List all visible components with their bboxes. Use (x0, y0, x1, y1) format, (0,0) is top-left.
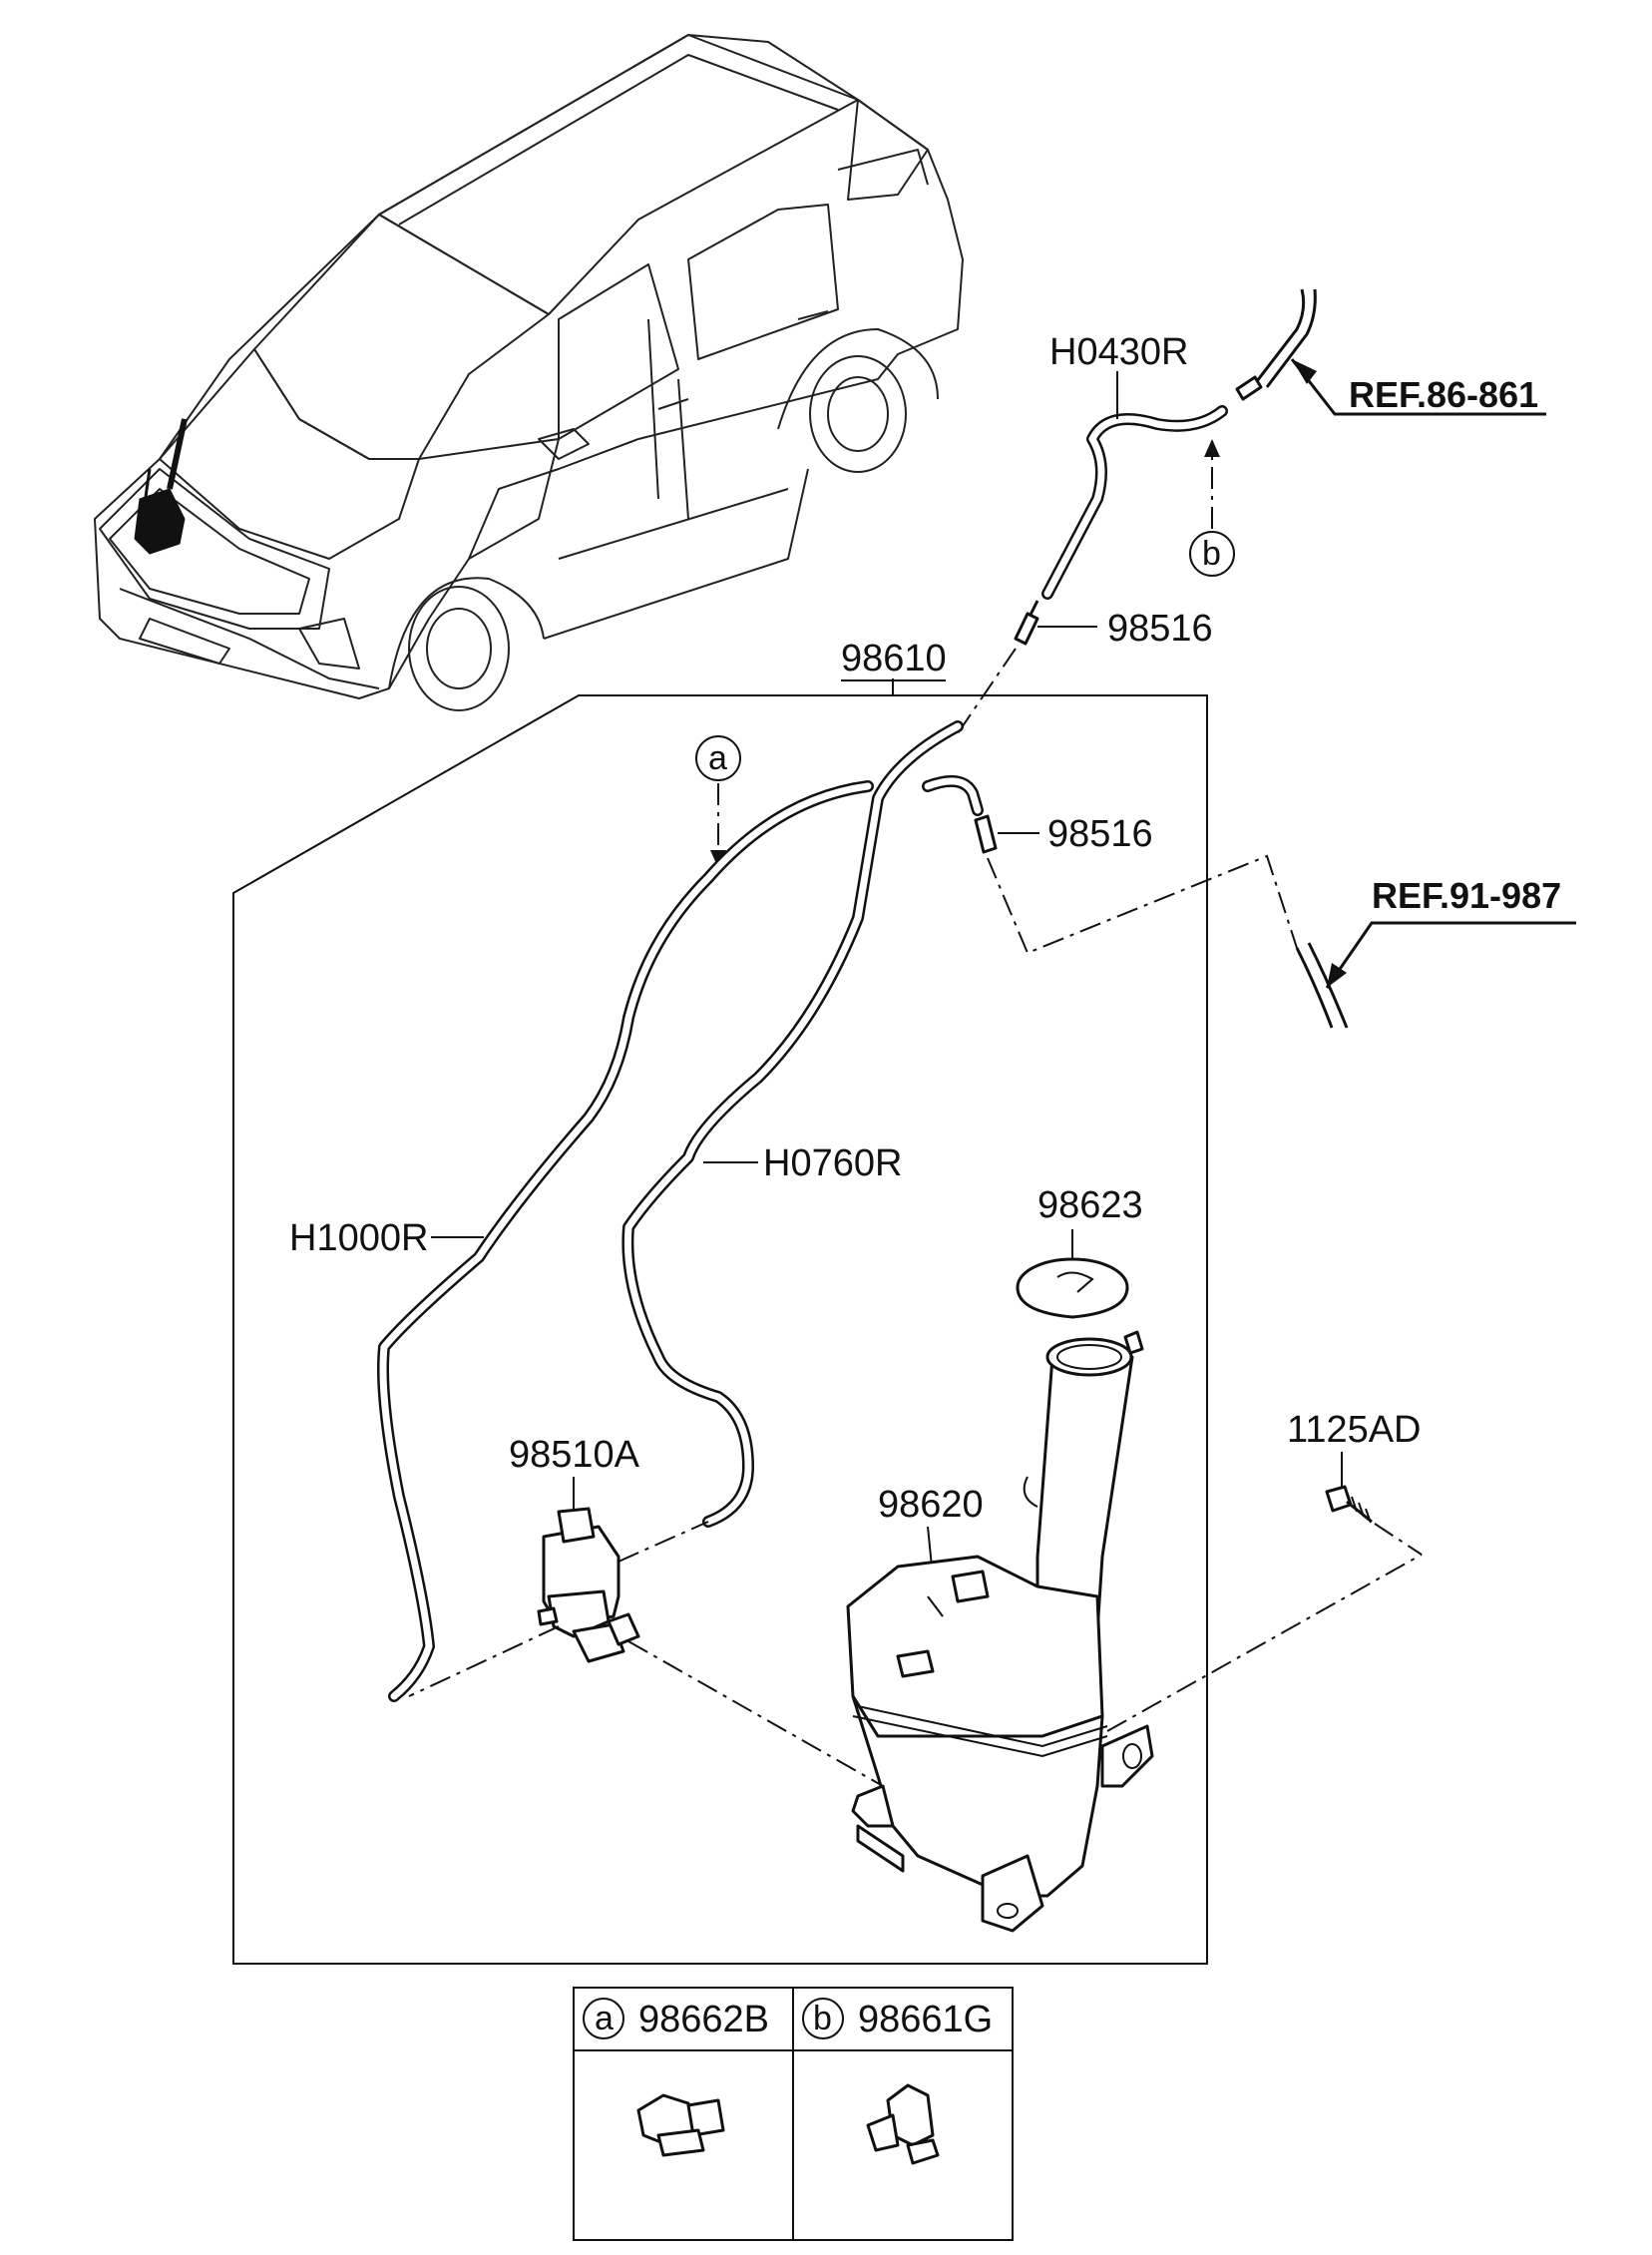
hose-h1000r (377, 780, 874, 1702)
hose-h0760r (621, 720, 964, 1528)
hose-h0760r-label: H0760R (763, 1142, 902, 1184)
connector-upper-label: 98516 (1107, 608, 1213, 650)
callout-a-letter: a (708, 739, 727, 777)
parts-legend-table: a 98662B b 98661G (573, 1987, 1014, 2241)
callout-a (695, 735, 741, 781)
legend-b-letter: b (813, 2000, 832, 2037)
ref-mid-label: REF.91-987 (1372, 875, 1561, 916)
connector-top-right (1235, 288, 1317, 401)
bolt-label: 1125AD (1287, 1409, 1422, 1451)
reservoir-cap (1016, 1257, 1129, 1319)
clip-98661g (866, 2083, 940, 2165)
hose-h1000r-label: H1000R (289, 1217, 428, 1259)
connector-lower-label: 98516 (1047, 813, 1153, 855)
legend-a-letter: a (595, 2000, 614, 2037)
legend-b-circle (802, 1998, 844, 2039)
connector-98516-lower (974, 814, 998, 854)
callout-b (1189, 531, 1235, 577)
legend-a-part: 98662B (638, 1999, 769, 2040)
pump-label: 98510A (509, 1434, 640, 1476)
reservoir-label: 98620 (878, 1484, 984, 1526)
legend-b-part: 98661G (858, 1999, 993, 2040)
assembly-label: 98610 (841, 638, 947, 679)
bolt-1125ad (1325, 1485, 1373, 1524)
vehicle-illustration (94, 34, 964, 711)
legend-a-circle (583, 1998, 624, 2039)
cap-label: 98623 (1037, 1184, 1143, 1226)
ref-top-label: REF.86-861 (1349, 374, 1538, 415)
callout-b-letter: b (1202, 535, 1221, 573)
hose-h0430r-label: H0430R (1049, 331, 1188, 373)
clip-98662b (636, 2093, 725, 2157)
washer-reservoir (846, 1330, 1154, 1933)
elbow-hose (922, 774, 984, 816)
washer-pump (537, 1507, 640, 1663)
connector-98516-upper (1014, 600, 1039, 646)
hose-h0430r (1041, 405, 1228, 600)
assembly-frame (232, 694, 1208, 1965)
